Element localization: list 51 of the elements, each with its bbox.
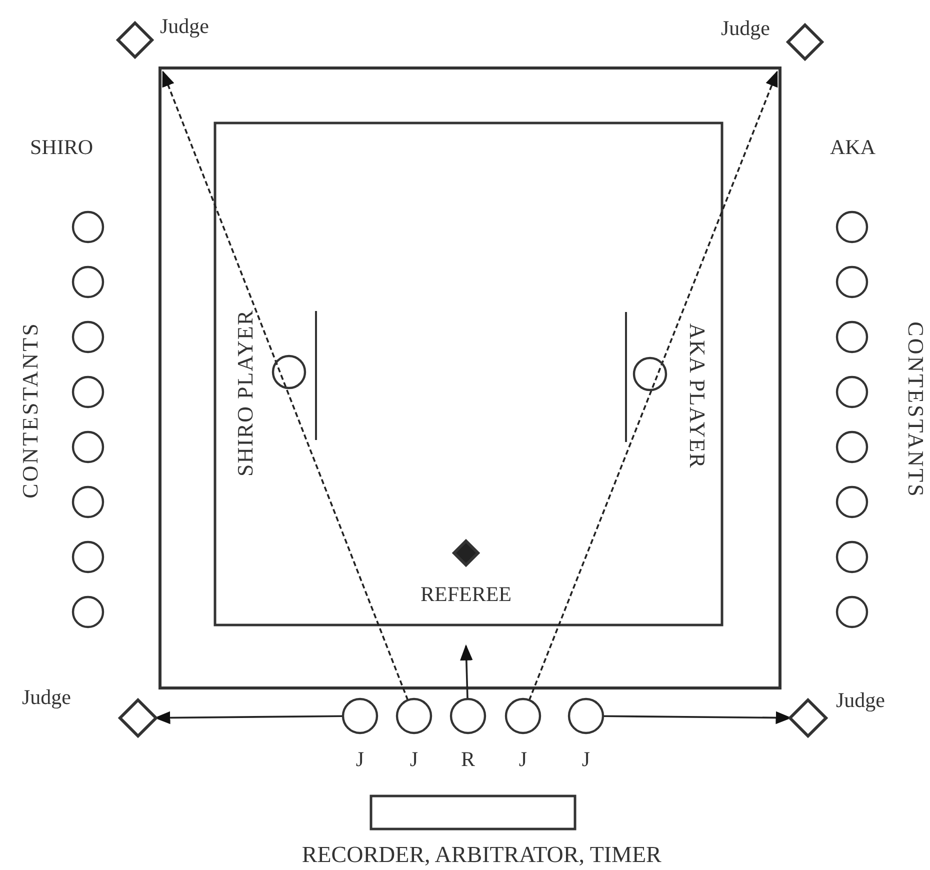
contestant-seat (72, 376, 104, 408)
judge-marker (119, 699, 157, 737)
seat-letter: J (582, 749, 590, 770)
contestant-seat (72, 321, 104, 353)
seat-letter: J (356, 749, 364, 770)
official-seat (396, 698, 432, 734)
contestant-seat (836, 321, 868, 353)
contestants-label: CONTESTANTS (19, 322, 41, 498)
team-label: AKA (830, 137, 876, 158)
contestant-seat (72, 541, 104, 573)
seat-letter: R (460, 749, 475, 770)
contestants-label: CONTESTANTS (904, 322, 926, 498)
official-seat (342, 698, 378, 734)
arrow (460, 644, 473, 700)
contestant-seat (72, 211, 104, 243)
official-seat (450, 698, 486, 734)
seat-letter: J (410, 749, 418, 770)
contestant-seat (72, 596, 104, 628)
contestant-seat (836, 541, 868, 573)
recorder-table (370, 794, 576, 830)
official-seat (568, 698, 604, 734)
sight-line-arrow (528, 70, 778, 701)
player-position (633, 357, 667, 391)
player-label: SHIRO PLAYER (235, 309, 257, 477)
contestant-seat (836, 596, 868, 628)
contestant-seat (836, 431, 868, 463)
referee-marker (453, 540, 479, 566)
judge-marker (787, 24, 823, 60)
player-position (272, 355, 306, 389)
role-label: Judge (721, 18, 770, 39)
contestant-seat (72, 431, 104, 463)
contestant-seat (836, 266, 868, 298)
sight-line-arrow (162, 70, 409, 700)
contestant-seat (836, 486, 868, 518)
player-label: AKA PLAYER (686, 323, 708, 469)
role-label: RECORDER, ARBITRATOR, TIMER (302, 843, 662, 866)
team-label: SHIRO (30, 137, 94, 158)
judge-marker (789, 699, 827, 737)
arrow (154, 711, 343, 724)
contestant-seat (72, 266, 104, 298)
contestant-seat (836, 211, 868, 243)
role-label: Judge (160, 16, 209, 37)
judge-marker (117, 22, 153, 58)
contestant-seat (72, 486, 104, 518)
contestant-seat (836, 376, 868, 408)
official-seat (505, 698, 541, 734)
role-label: Judge (836, 690, 885, 711)
arrow (603, 711, 792, 724)
role-label: Judge (22, 687, 71, 708)
role-label: REFEREE (420, 584, 512, 605)
seat-letter: J (518, 749, 528, 770)
